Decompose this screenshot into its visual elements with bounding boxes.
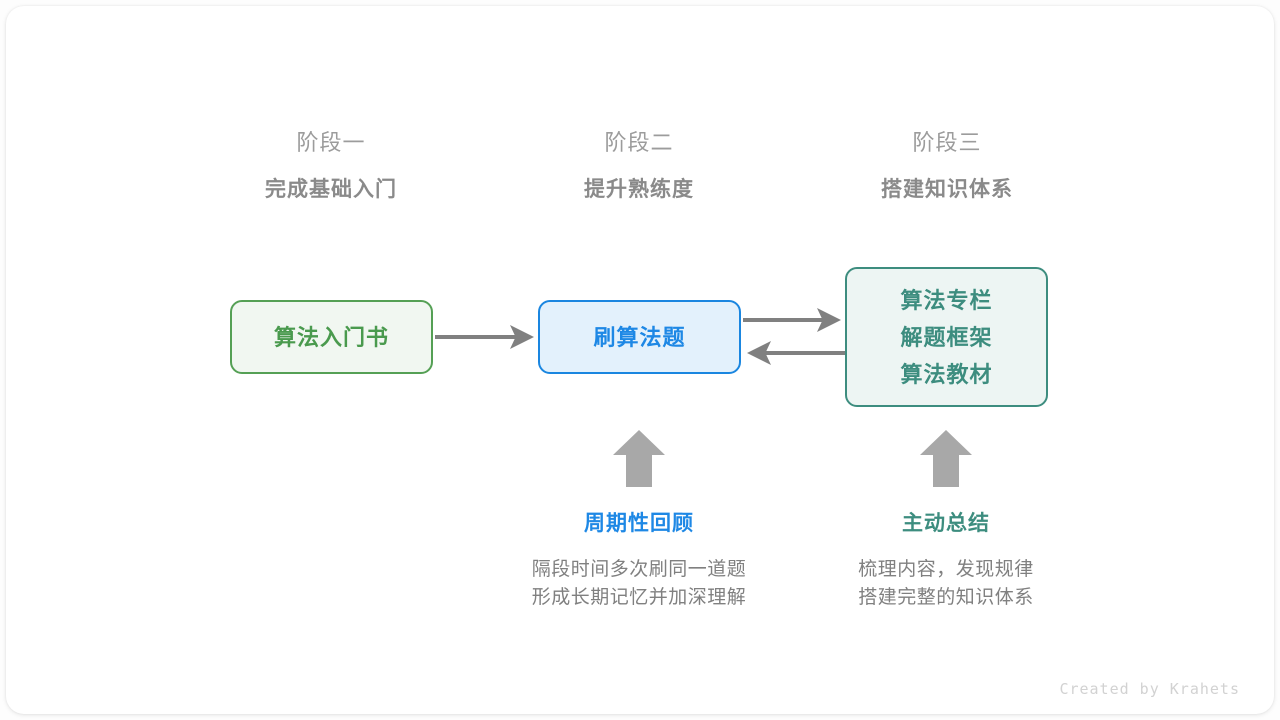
node-3-line-3: 算法教材 <box>900 361 993 387</box>
annotation-1-body-line-2: 形成长期记忆并加深理解 <box>531 587 747 608</box>
annotation-2-body-line-2: 搭建完整的知识体系 <box>858 587 1034 608</box>
node-2-line-1: 刷算法题 <box>593 324 686 350</box>
annotation-periodic-review: 周期性回顾 隔段时间多次刷同一道题 形成长期记忆并加深理解 <box>489 510 789 612</box>
annotation-1-title: 周期性回顾 <box>584 512 694 535</box>
node-3-line-1: 算法专栏 <box>900 287 993 313</box>
annotation-2-body: 梳理内容，发现规律 搭建完整的知识体系 <box>796 556 1096 612</box>
stage-2-name: 阶段二 <box>604 130 674 155</box>
annotation-1-body: 隔段时间多次刷同一道题 形成长期记忆并加深理解 <box>489 556 789 612</box>
stage-3-name: 阶段三 <box>912 130 982 155</box>
footer-credit: Created by Krahets <box>1059 680 1240 698</box>
stage-header-3: 阶段三 搭建知识体系 <box>817 128 1077 205</box>
node-1-line-1: 算法入门书 <box>273 324 389 350</box>
node-knowledge-resources[interactable]: 算法专栏 解题框架 算法教材 <box>845 267 1048 407</box>
node-practice-problems[interactable]: 刷算法题 <box>538 300 741 374</box>
stage-header-2: 阶段二 提升熟练度 <box>509 128 769 205</box>
node-3-line-2: 解题框架 <box>900 324 993 350</box>
annotation-2-body-line-1: 梳理内容，发现规律 <box>858 559 1034 580</box>
stage-2-desc: 提升熟练度 <box>584 178 694 201</box>
stage-3-desc: 搭建知识体系 <box>881 178 1013 201</box>
stage-1-name: 阶段一 <box>296 130 366 155</box>
annotation-2-title: 主动总结 <box>902 512 990 535</box>
stage-1-desc: 完成基础入门 <box>265 178 397 201</box>
annotation-1-body-line-1: 隔段时间多次刷同一道题 <box>531 559 747 580</box>
annotation-active-summary: 主动总结 梳理内容，发现规律 搭建完整的知识体系 <box>796 510 1096 612</box>
node-algorithm-intro-book[interactable]: 算法入门书 <box>230 300 433 374</box>
stage-header-1: 阶段一 完成基础入门 <box>201 128 461 205</box>
